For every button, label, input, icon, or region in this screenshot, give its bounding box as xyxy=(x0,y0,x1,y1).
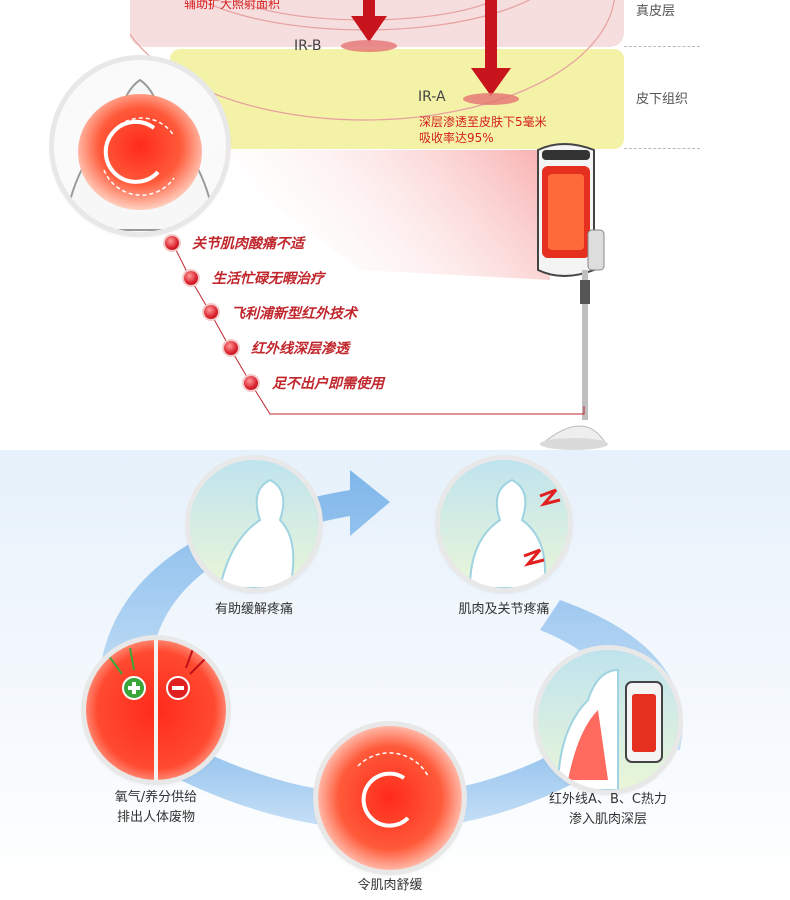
feature-bullet xyxy=(204,305,218,319)
ir-b-label: IR-B xyxy=(294,38,322,54)
ir-a-depth-note: 深层渗透至皮肤下5毫米 xyxy=(419,115,547,129)
cycle-step-relief: 有助缓解疼痛 xyxy=(214,602,293,617)
feature-bullet xyxy=(244,376,258,390)
layer-label-dermis: 真皮层 xyxy=(636,4,676,19)
cycle-step-penetration-2: 渗入肌肉深层 xyxy=(568,812,647,827)
relief-illustration xyxy=(190,460,318,588)
infrared-lamp-device xyxy=(537,143,608,450)
feature-item: 飞利浦新型红外技术 xyxy=(231,306,357,322)
area-note: 辅助扩大照射面积 xyxy=(184,0,281,11)
infrared-penetration-illustration xyxy=(538,650,678,790)
radiation-arcs xyxy=(130,0,615,121)
feature-item: 关节肌肉酸痛不适 xyxy=(192,236,304,252)
feature-bullet xyxy=(165,236,179,250)
cycle-step-oxygen-1: 氧气/养分供给 xyxy=(114,790,198,805)
layer-label-subcutaneous: 皮下组织 xyxy=(636,92,689,107)
feature-bullet xyxy=(224,341,238,355)
ir-a-label: IR-A xyxy=(418,89,446,105)
oxygen-exchange-illustration xyxy=(86,640,226,780)
cycle-step-penetration-1: 红外线A、B、C热力 xyxy=(549,792,667,807)
muscle-relax-illustration xyxy=(318,726,462,870)
shoulder-heat-illustration xyxy=(54,60,226,232)
cycle-step-relax: 令肌肉舒缓 xyxy=(357,878,423,893)
feature-item: 红外线深层渗透 xyxy=(251,341,349,357)
feature-item: 足不出户即需使用 xyxy=(272,376,384,392)
feature-item: 生活忙碌无暇治疗 xyxy=(212,271,324,287)
subcutaneous-layer-band xyxy=(170,49,624,149)
cycle-step-oxygen-2: 排出人体废物 xyxy=(116,810,195,825)
joint-pain-illustration xyxy=(440,460,568,588)
ir-a-absorption-note: 吸收率达95% xyxy=(419,131,494,145)
cycle-step-pain: 肌肉及关节疼痛 xyxy=(458,602,550,617)
layer-divider xyxy=(624,148,700,149)
infrared-beam xyxy=(200,150,550,280)
feature-bullet xyxy=(184,271,198,285)
layer-divider xyxy=(624,46,700,47)
